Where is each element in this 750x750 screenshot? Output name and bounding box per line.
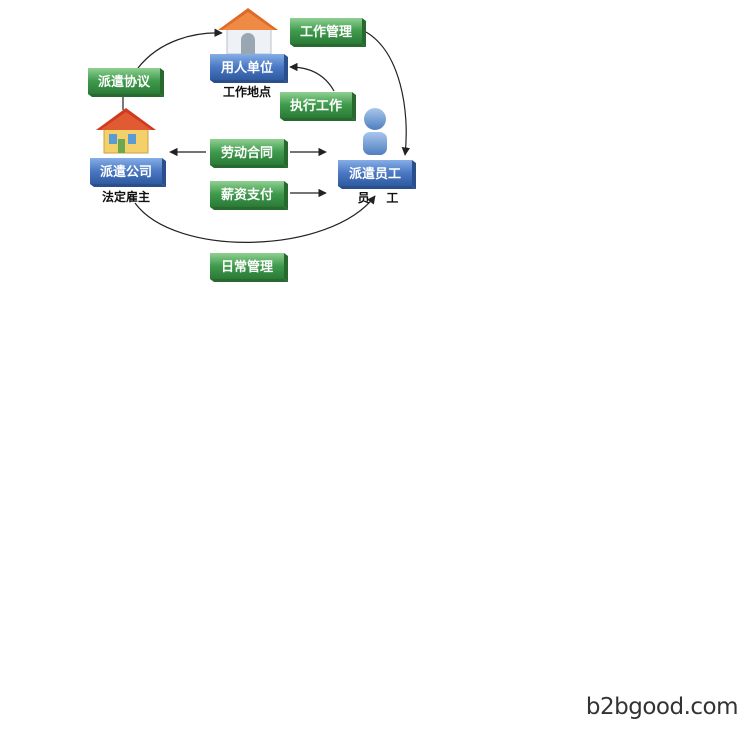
relation-salary-payment: 薪资支付 [210,181,288,210]
node-employer-unit: 用人单位 [210,54,288,83]
arrow-daily-management-curve [134,195,376,243]
relation-execute-work-label: 执行工作 [290,98,342,114]
watermark-text: b2bgood.com [585,694,739,720]
relation-labor-contract: 劳动合同 [210,139,288,168]
node-dispatch-company-caption: 法定雇主 [102,189,150,204]
node-employer-unit-label: 用人单位 [220,60,273,76]
node-dispatched-employee-label: 派遣员工 [349,166,401,182]
dispatch-company-house-icon [96,108,156,154]
relation-dispatch-agreement: 派遣协议 [88,68,164,97]
relation-work-management: 工作管理 [290,18,366,47]
relation-work-management-label: 工作管理 [300,24,352,40]
node-dispatched-employee: 派遣员工 [338,160,416,189]
relation-dispatch-agreement-label: 派遣协议 [98,74,151,90]
node-dispatch-company-label: 派遣公司 [100,164,152,180]
relation-daily-management-label: 日常管理 [221,259,273,275]
node-dispatch-company: 派遣公司 [90,158,166,187]
employee-person-icon [363,108,387,155]
arrow-execute-work-to-unit [289,62,335,92]
relation-daily-management: 日常管理 [210,253,288,282]
arrow-company-to-unit [137,28,223,69]
employer-unit-house-icon [218,8,278,55]
node-dispatched-employee-caption: 员 工 [358,191,399,205]
relation-salary-payment-label: 薪资支付 [221,187,273,203]
relation-execute-work: 执行工作 [280,92,356,121]
relation-labor-contract-label: 劳动合同 [221,145,273,161]
arrow-work-management-to-employee [365,31,411,156]
node-employer-unit-caption: 工作地点 [223,84,271,99]
